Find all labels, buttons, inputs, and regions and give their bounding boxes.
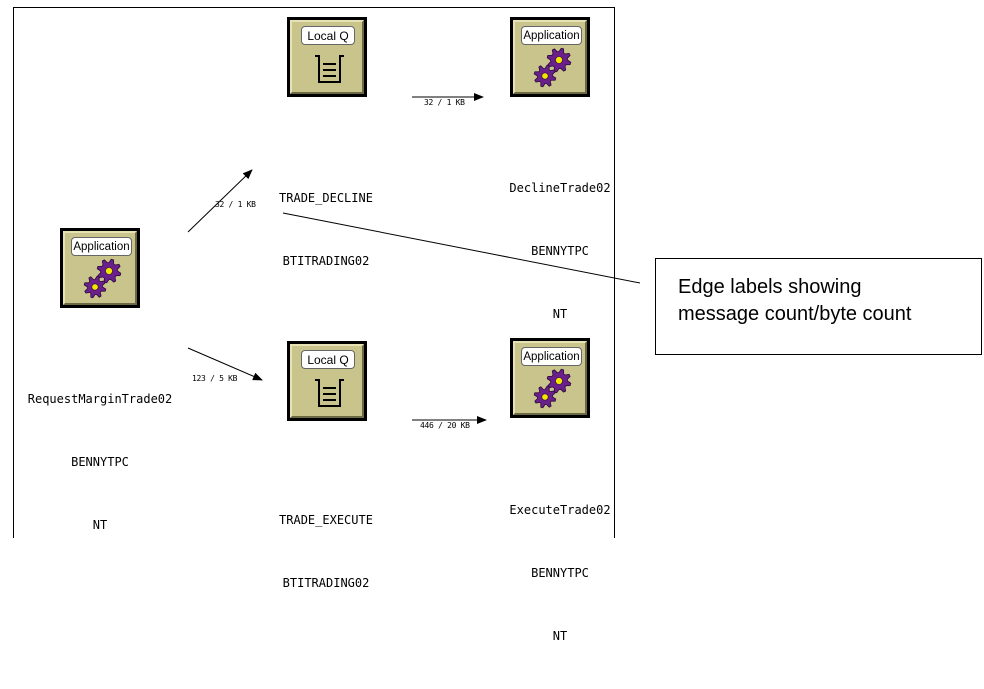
app-name: ExecuteTrade02 — [509, 503, 611, 517]
local-q-node-execute[interactable]: Local Q — [287, 341, 367, 421]
local-q-badge: Local Q — [301, 350, 355, 369]
edge-request-to-execute — [187, 347, 263, 381]
edge-request-to-decline — [187, 169, 253, 233]
gears-icon — [533, 47, 572, 88]
edge-label-decline-to-app: 32 / 1 KB — [424, 98, 465, 107]
app-body: Application — [513, 20, 587, 94]
app-body: Application — [63, 231, 137, 305]
edges-layer — [187, 93, 641, 424]
app-name: DeclineTrade02 — [509, 181, 611, 195]
app-host: BENNYTPC — [531, 566, 589, 580]
queue-host: BTITRADING02 — [282, 576, 370, 590]
app-node-request[interactable]: Application — [60, 228, 140, 308]
gears-icon — [533, 368, 572, 409]
diagram-canvas: Local Q TRADE_DECLINE BTITRADING02 Appli… — [13, 7, 982, 643]
queue-host: BTITRADING02 — [282, 254, 370, 268]
gears-icon — [83, 258, 122, 299]
callout-leader-line — [282, 212, 641, 284]
app-name: RequestMarginTrade02 — [27, 392, 173, 406]
local-q-label-decline: TRADE_DECLINE BTITRADING02 — [256, 146, 396, 314]
queue-name: TRADE_EXECUTE — [279, 513, 373, 527]
app-host: BENNYTPC — [71, 455, 129, 469]
queue-icon — [315, 379, 344, 407]
app-badge: Application — [521, 347, 582, 366]
callout-line-1: Edge labels showing — [678, 276, 862, 298]
local-q-body: Local Q — [290, 20, 364, 94]
app-host: BENNYTPC — [531, 244, 589, 258]
local-q-badge: Local Q — [301, 26, 355, 45]
app-node-execute[interactable]: Application — [510, 338, 590, 418]
edge-label-request-to-execute: 123 / 5 KB — [192, 374, 238, 383]
app-node-decline[interactable]: Application — [510, 17, 590, 97]
app-os: NT — [552, 307, 568, 321]
diagram-frame — [13, 7, 615, 538]
app-label-decline: DeclineTrade02 BENNYTPC NT — [490, 136, 630, 367]
queue-icon — [315, 55, 344, 83]
app-badge: Application — [71, 237, 132, 256]
edge-label-execute-to-app: 446 / 20 KB — [420, 421, 470, 430]
callout-line-2: message count/byte count — [678, 303, 912, 325]
app-badge: Application — [521, 26, 582, 45]
app-body: Application — [513, 341, 587, 415]
queue-name: TRADE_DECLINE — [279, 191, 373, 205]
local-q-node-decline[interactable]: Local Q — [287, 17, 367, 97]
app-label-request: RequestMarginTrade02 BENNYTPC NT — [20, 347, 180, 578]
app-os: NT — [92, 518, 108, 532]
local-q-label-execute: TRADE_EXECUTE BTITRADING02 — [256, 468, 396, 636]
callout-box: Edge labels showing message count/byte c… — [655, 258, 982, 355]
edge-label-request-to-decline: 32 / 1 KB — [215, 200, 256, 209]
local-q-body: Local Q — [290, 344, 364, 418]
app-label-execute: ExecuteTrade02 BENNYTPC NT — [490, 458, 630, 689]
app-os: NT — [552, 629, 568, 643]
